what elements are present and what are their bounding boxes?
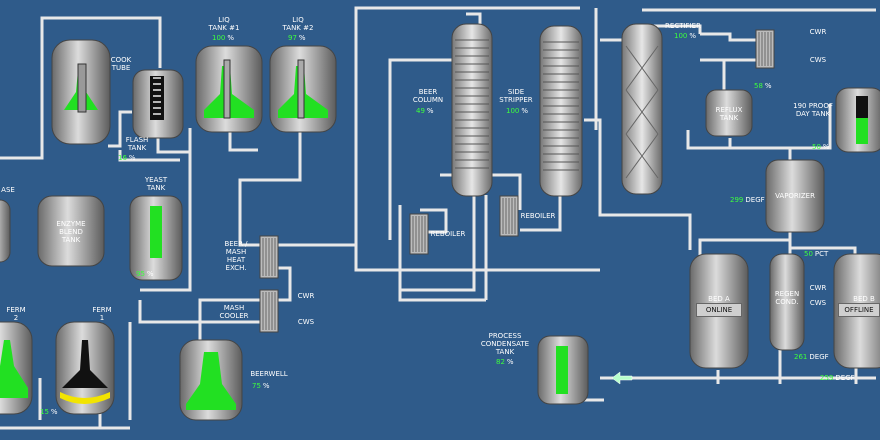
flash-tank-label: FLASH TANK (125, 136, 149, 152)
process-condensate-label: PROCESS CONDENSATE TANK (480, 332, 530, 356)
ferm-2-label: FERM 2 (6, 306, 26, 322)
cwr-label-2: CWR (809, 28, 827, 36)
beer-column-value: 49% (416, 107, 434, 115)
liq-tank-1[interactable] (195, 45, 263, 133)
vaporizer-label: VAPORIZER (775, 192, 815, 200)
enzyme-tank-label: ENZYME BLEND TANK (56, 220, 86, 244)
beer-column-label: BEER COLUMN (412, 88, 444, 104)
beerwell-label: BEERWELL (250, 370, 288, 378)
yeast-tank-label: YEAST TANK (144, 176, 168, 192)
yeast-tank-value: 95% (136, 270, 154, 278)
reboiler-2-label: REBOILER (520, 212, 556, 220)
bed-b-status[interactable]: OFFLINE (838, 303, 880, 317)
left-tank[interactable] (0, 199, 11, 263)
yeast-tank[interactable] (129, 195, 183, 281)
reboiler-1[interactable] (409, 213, 429, 255)
enzyme-blend-tank[interactable] (37, 195, 105, 267)
rectifier-condenser[interactable] (755, 29, 775, 69)
day-tank[interactable] (835, 87, 880, 153)
bed-a-label: BED A (708, 295, 730, 303)
cwr-label-3: CWR (809, 284, 827, 292)
side-stripper[interactable] (539, 25, 583, 197)
reboiler-2[interactable] (499, 195, 519, 237)
cws-label-2: CWS (809, 56, 827, 64)
reflux-tank-label: REFLUX TANK (715, 106, 743, 122)
rectifier-label: RECTIFIER (665, 22, 701, 30)
flash-tank[interactable] (132, 69, 184, 139)
side-stripper-value: 100% (506, 107, 529, 115)
beerwell[interactable] (179, 339, 243, 421)
beer-heat-exchanger[interactable] (259, 235, 279, 279)
left-tank-label: ASE (1, 186, 15, 194)
bed-a-status[interactable]: ONLINE (696, 303, 742, 317)
reflux-tank-value: 58% (754, 82, 772, 90)
mash-cooler-label: MASH COOLER (219, 304, 249, 320)
liq-tank-1-label: LIQ TANK #1 (208, 16, 240, 32)
side-stripper-label: SIDE STRIPPER (499, 88, 533, 104)
mash-cooler-exchanger[interactable] (259, 289, 279, 333)
cook-tube[interactable] (51, 39, 111, 145)
cws-label-1: CWS (297, 318, 315, 326)
heat-exch-label: BEER / MASH HEAT EXCH. (224, 240, 248, 272)
liq-tank-2-label: LIQ TANK #2 (282, 16, 314, 32)
ferm-1-label: FERM 1 (92, 306, 112, 322)
pipes (0, 6, 876, 430)
regen-cond-label: REGEN COND. (774, 290, 800, 306)
process-condensate-tank[interactable] (537, 335, 589, 405)
reboiler-1-label: REBOILER (430, 230, 466, 238)
liq-tank-2[interactable] (269, 45, 337, 133)
bed-b-label: BED B (853, 295, 875, 303)
flow-arrow-icon (611, 371, 633, 385)
day-tank-value: 50% (812, 143, 830, 151)
ferm-2-value: 15% (40, 408, 58, 416)
cws-label-3: CWS (809, 299, 827, 307)
regen-cond[interactable] (769, 253, 805, 351)
process-condensate-value: 82% (496, 358, 514, 366)
flash-tank-value: 16% (118, 154, 136, 162)
beerwell-value: 75% (252, 382, 270, 390)
liq-tank-2-value: 97% (288, 34, 306, 42)
beer-column[interactable] (451, 23, 493, 197)
ferm-2[interactable] (0, 321, 33, 415)
ferm-1[interactable] (55, 321, 115, 415)
rectifier[interactable] (621, 23, 663, 195)
liq-tank-1-value: 100% (212, 34, 235, 42)
cook-tube-label: COOK TUBE (110, 56, 132, 72)
vaporizer[interactable] (765, 159, 825, 233)
cwr-label-1: CWR (297, 292, 315, 300)
rectifier-value: 100% (674, 32, 697, 40)
reflux-tank[interactable] (705, 89, 753, 137)
day-tank-label: 190 PROOF DAY TANK (793, 102, 833, 118)
